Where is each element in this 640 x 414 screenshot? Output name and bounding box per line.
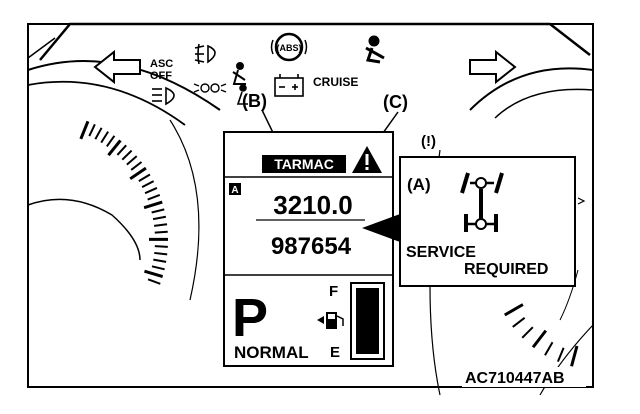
gauge-tick — [151, 208, 165, 214]
gauge-tick — [144, 187, 158, 195]
gauge-tick — [88, 123, 96, 137]
callout-i: (!) — [421, 133, 436, 150]
edge-mark — [577, 197, 586, 205]
gauge-tick — [521, 326, 534, 339]
popup-pointer — [362, 214, 400, 242]
callout-c: (C) — [383, 92, 408, 112]
turn-left-arrow-icon — [93, 49, 141, 85]
airbag-icon — [236, 84, 248, 105]
gauge-tick — [147, 278, 161, 285]
gauge-tick — [153, 258, 167, 263]
fuel-pump-icon — [317, 312, 344, 329]
gauge-tick — [130, 161, 143, 171]
trip-meter-value: 3210.0 — [273, 190, 353, 220]
gauge-tick — [106, 135, 116, 148]
gauge-tick — [147, 193, 161, 201]
callout-b: (B) — [242, 91, 267, 111]
gauge-tick — [512, 317, 526, 328]
cluster-corner-line — [27, 37, 56, 59]
fuel-empty-mark: E — [330, 344, 340, 361]
gauge-tick — [100, 131, 109, 144]
odometer-value: 987654 — [271, 233, 352, 260]
fuel-full-mark: F — [329, 283, 338, 300]
service-line-1: SERVICE — [406, 244, 476, 261]
headlight-high-beam-icon — [152, 86, 175, 106]
drive-mode-label: NORMAL — [234, 343, 309, 362]
gauge-tick — [144, 269, 164, 279]
gauge-tick — [143, 200, 163, 210]
gauge-tick — [79, 120, 90, 140]
gauge-tick — [503, 303, 524, 317]
abs-label: (ABS) — [277, 43, 302, 53]
gauge-tick — [570, 345, 579, 367]
gauge-tick — [121, 149, 133, 161]
service-required-popup — [399, 156, 576, 287]
battery-icon — [274, 74, 304, 97]
terrain-mode-badge: TARMAC — [274, 156, 334, 172]
gauge-tick — [154, 245, 168, 248]
turn-right-arrow-icon — [469, 49, 517, 85]
left-gauge-ticks — [79, 120, 169, 285]
gauge-tick — [94, 127, 103, 140]
gauge-tick — [556, 347, 565, 363]
asc-off-label-1: ASC — [150, 58, 173, 70]
trip-a-badge: A — [231, 185, 238, 196]
gauge-tick — [152, 215, 167, 221]
gear-position: P — [232, 288, 268, 348]
callout-a: (A) — [407, 175, 431, 194]
gauge-tick — [154, 223, 168, 227]
asc-off-label-2: OFF — [150, 70, 172, 82]
fuel-gauge-bar — [350, 282, 385, 360]
gauge-tick — [154, 251, 168, 256]
trip-a-badge-bg — [229, 183, 241, 195]
warning-triangle-icon — [352, 146, 382, 173]
position-lamp-icon — [193, 83, 227, 93]
abs-icon — [270, 32, 308, 62]
gauge-tick — [544, 341, 554, 356]
cluster-top-outline — [39, 22, 591, 61]
gauge-tick — [151, 265, 165, 271]
gauge-tick — [107, 139, 122, 157]
gauge-tick — [154, 230, 168, 234]
gauge-tick — [141, 180, 155, 188]
front-fog-lamp-icon — [194, 43, 216, 65]
gauge-tick — [116, 144, 127, 156]
seatbelt-passenger-icon — [232, 62, 246, 85]
seatbelt-warning-icon — [365, 35, 385, 64]
gauge-tick — [126, 155, 138, 166]
gauge-tick — [531, 329, 548, 349]
service-line-2: REQUIRED — [464, 261, 548, 278]
left-gauge — [27, 60, 221, 301]
figure-code: AC710447AB — [465, 370, 565, 387]
figure-code-bg — [462, 367, 586, 387]
cruise-indicator-label: CRUISE — [313, 75, 358, 89]
tarmac-badge-bg — [262, 155, 346, 173]
gauge-tick — [129, 166, 147, 181]
gauge-tick — [138, 173, 151, 183]
awd-drivetrain-icon — [460, 172, 504, 232]
